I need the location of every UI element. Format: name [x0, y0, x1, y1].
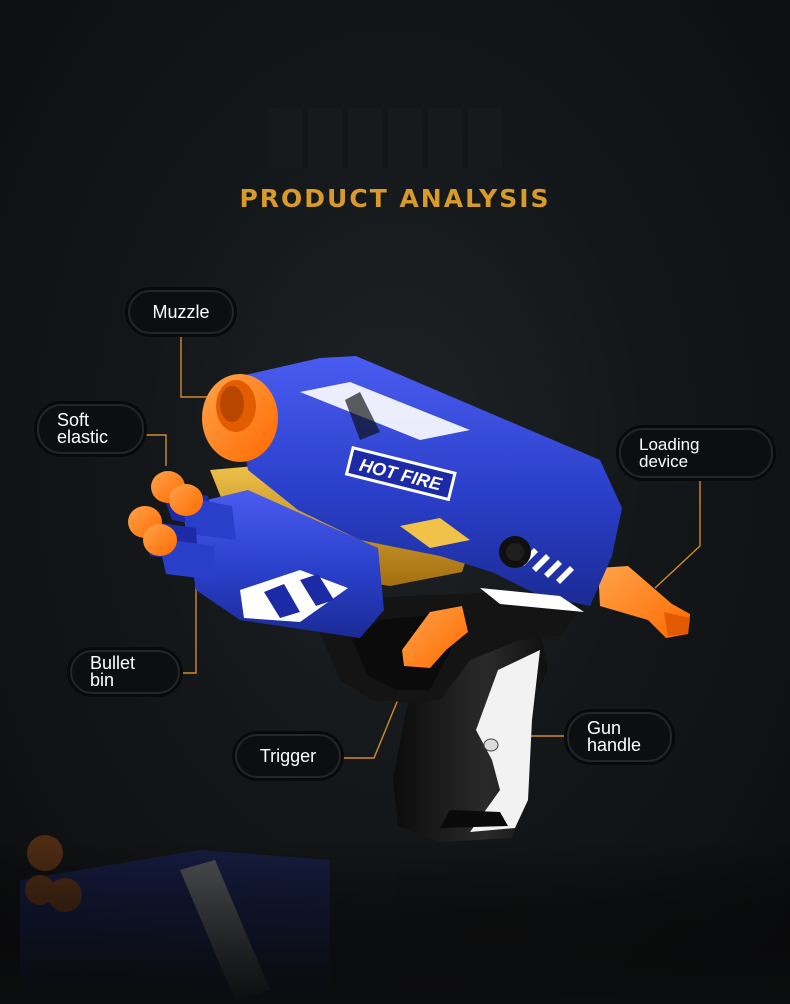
muzzle	[202, 374, 278, 462]
callout-gun-handle: Gun handle	[567, 712, 672, 762]
faded-background-heading	[268, 108, 504, 168]
callout-soft-elastic: Soft elastic	[37, 404, 144, 454]
page-title: PRODUCT ANALYSIS	[239, 184, 551, 213]
callout-muzzle: Muzzle	[128, 290, 234, 334]
callout-bullet-bin: Bullet bin	[70, 650, 180, 694]
brand-badge: HOT FIRE	[344, 446, 457, 502]
soft-elastic-darts	[128, 471, 236, 580]
callout-loading-device: Loading device	[619, 428, 773, 478]
loading-device	[598, 566, 690, 638]
callout-trigger: Trigger	[235, 734, 341, 778]
trigger	[402, 606, 468, 668]
